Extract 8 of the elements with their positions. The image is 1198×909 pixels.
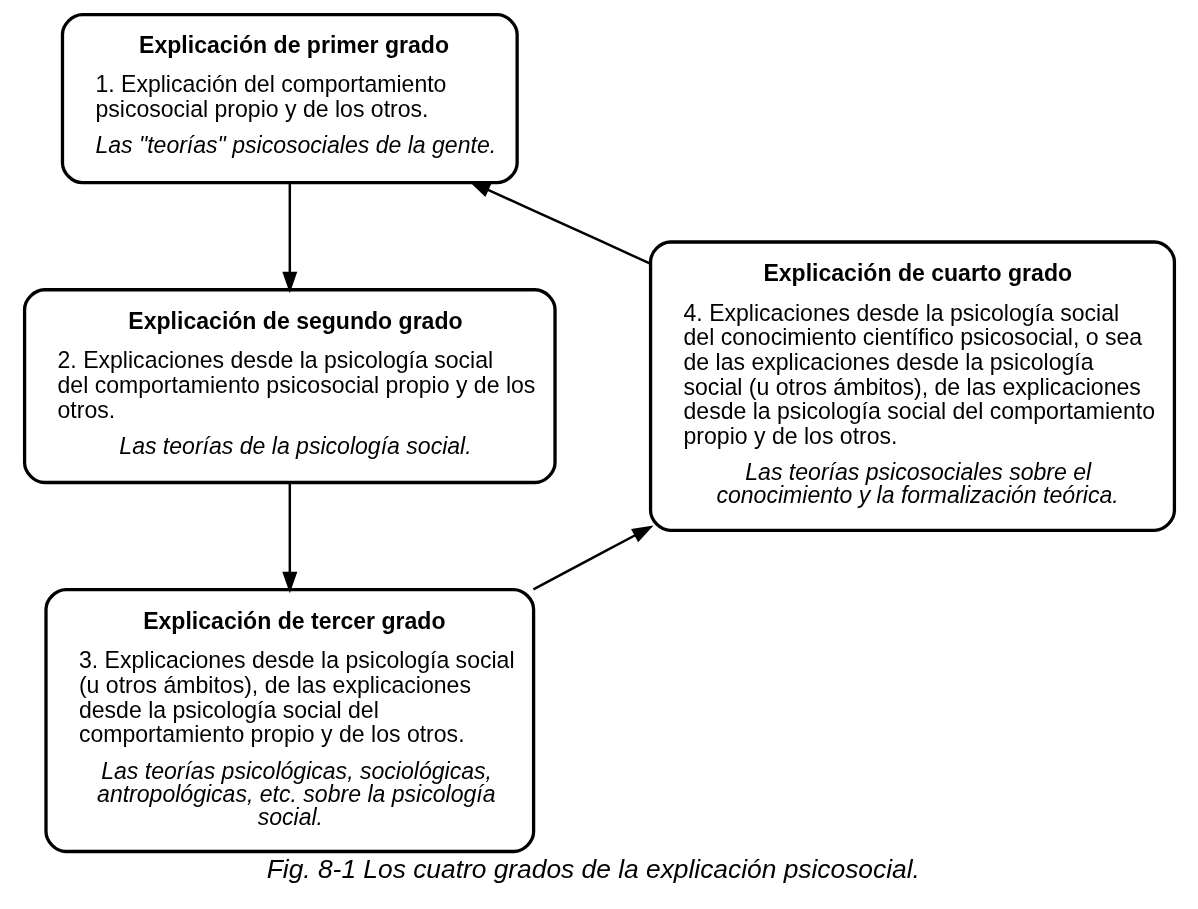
node-box: Explicación de segundo grado 2. Explicaciones desde la psicología social del comportamiento psicosocial propio y de los otros. Las teorías de la psicología social. [22,288,557,485]
node-box: Explicación de cuarto grado 4. Explicaciones desde la psicología social del conocimiento científico psicosocial, o sea de las explicaciones desde la psicología social (u otros ámbitos), de las explicaciones desde la psicología social del comportamiento propio y de los otros. Las teorías psicosociales sobre el conocimiento y la formalización teórica. [648,240,1176,532]
arrow [532,525,654,591]
caption: Fig. 8-1 Los cuatro grados de la explicación psicosocial. [266,853,920,884]
node-box: Explicación de primer grado 1. Explicación del comportamiento psicosocial propio y de los otros. Las "teorías" psicosociales de la gente. [60,13,519,185]
node-box: Explicación de tercer grado 3. Explicaciones desde la psicología social (u otros ámbitos), de las explicaciones desde la psicología social del comportamiento propio y de los otros. Las teorías psicológicas, sociológicas, antropológicas, etc. sobre la psicología social. [43,587,535,854]
arrow [281,482,297,594]
arrow [281,183,297,294]
